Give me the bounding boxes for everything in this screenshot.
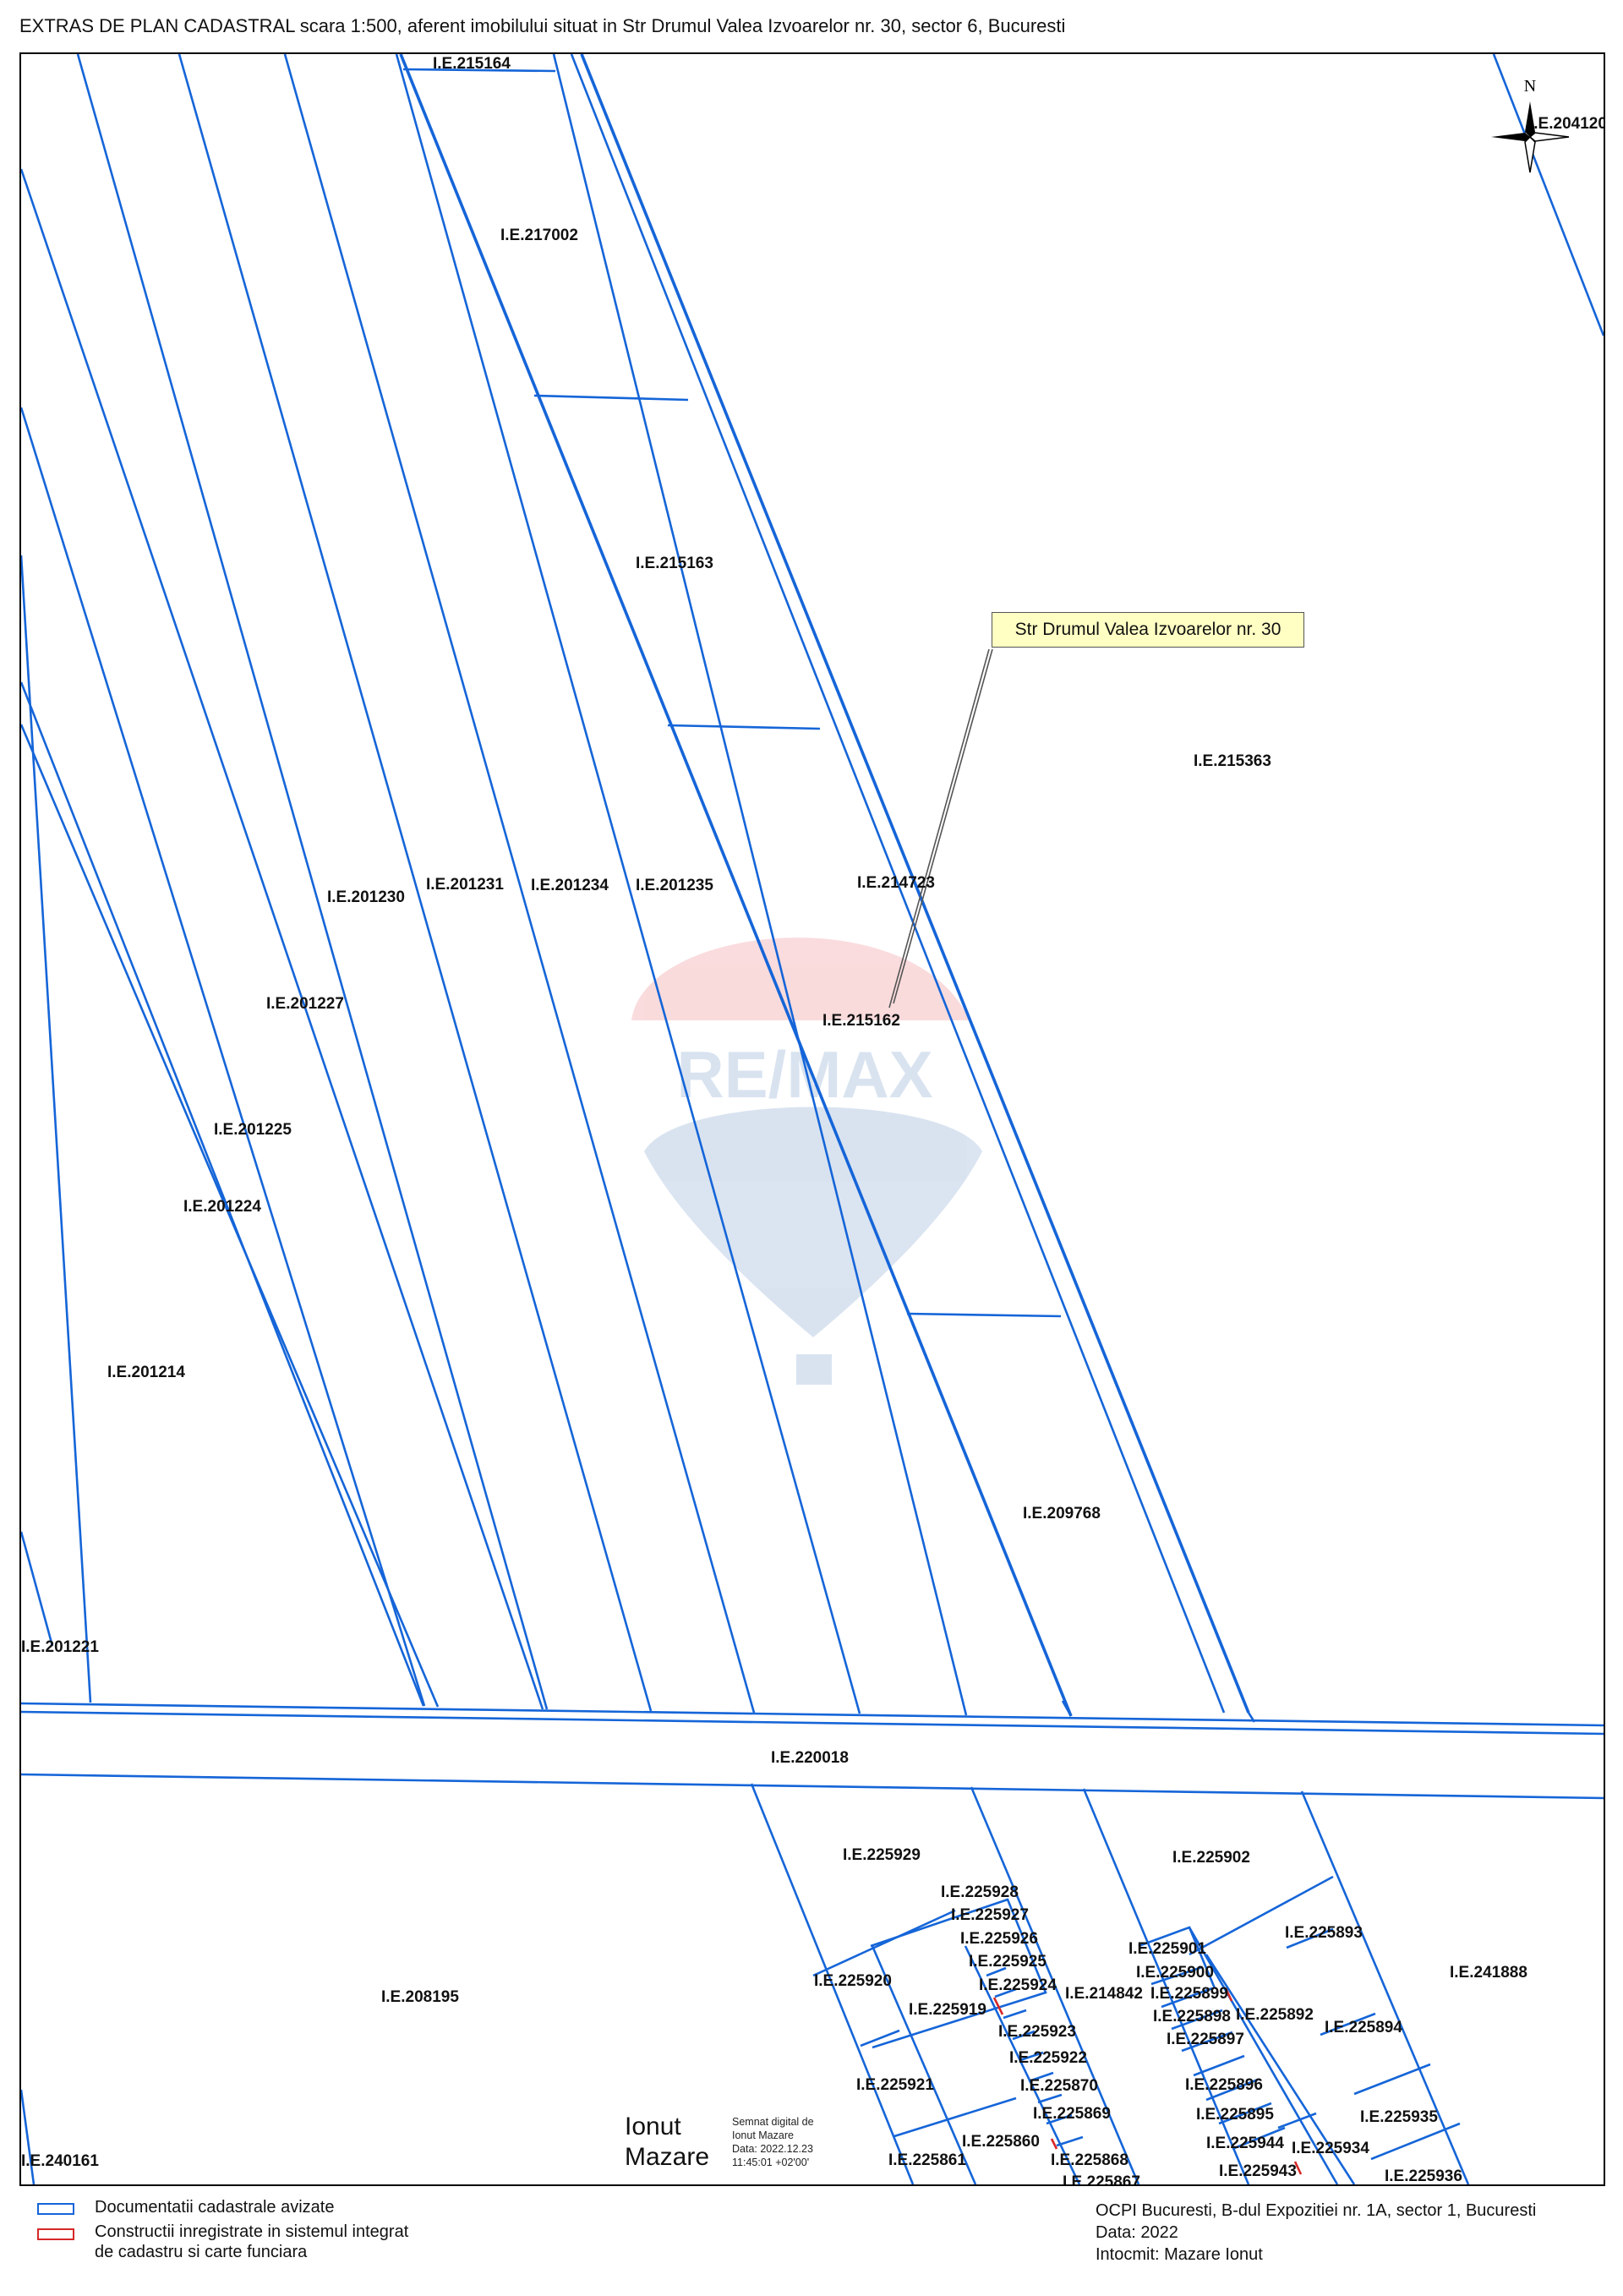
parcel-label: I.E.204120 [1529, 115, 1604, 133]
parcel-label: I.E.201214 [107, 1364, 185, 1381]
parcel-label: I.E.225935 [1360, 2108, 1438, 2126]
signature-name: Ionut Mazare [625, 2113, 710, 2171]
registered-constructions [992, 1987, 1303, 2175]
parcel-label: I.E.225924 [979, 1976, 1057, 1994]
parcel-label: I.E.225936 [1385, 2168, 1462, 2184]
parcel-label: I.E.225921 [856, 2076, 934, 2094]
parcel-label: I.E.225902 [1172, 1849, 1250, 1867]
parcel-label: I.E.201235 [636, 877, 713, 894]
legend-label-red: Constructii inregistrate in sistemul int… [95, 2222, 409, 2261]
parcel-label: I.E.225868 [1051, 2151, 1128, 2169]
parcel-boundaries [21, 54, 1604, 1717]
parcel-label: I.E.225928 [941, 1883, 1019, 1901]
parcel-label: I.E.201231 [426, 876, 504, 894]
parcel-label: I.E.225920 [814, 1972, 892, 1990]
parcel-label: I.E.201234 [531, 877, 609, 894]
parcel-label: I.E.225899 [1150, 1985, 1228, 2003]
cadastral-map[interactable]: RE/MAX [21, 54, 1604, 2184]
parcel-label: I.E.225900 [1136, 1964, 1214, 1982]
parcel-label: I.E.225925 [969, 1953, 1046, 1971]
footer-date: Data: 2022 [1096, 2223, 1178, 2242]
parcel-label: I.E.225894 [1325, 2019, 1402, 2036]
parcel-label: I.E.209768 [1023, 1505, 1101, 1522]
parcel-label: I.E.225923 [998, 2023, 1076, 2041]
parcel-label: I.E.225897 [1167, 2031, 1244, 2048]
parcel-labels: I.E.215164 I.E.204120 I.E.217002 I.E.215… [21, 55, 1604, 2184]
callout-leader [888, 648, 993, 1009]
page-title: EXTRAS DE PLAN CADASTRAL scara 1:500, af… [19, 15, 1066, 36]
parcel-label: I.E.225895 [1196, 2106, 1274, 2124]
legend-label-blue: Documentatii cadastrale avizate [95, 2198, 335, 2217]
parcel-label: I.E.217002 [500, 227, 578, 244]
parcel-label: I.E.225926 [960, 1930, 1038, 1948]
road-boundaries [21, 1700, 1604, 1800]
parcel-label: I.E.225919 [909, 2001, 986, 2019]
parcel-label: I.E.201227 [266, 995, 344, 1013]
parcel-label: I.E.201221 [21, 1638, 99, 1656]
parcel-label: I.E.215162 [822, 1012, 900, 1030]
parcel-label: I.E.208195 [381, 1988, 459, 2006]
parcel-label: I.E.225892 [1236, 2006, 1314, 2024]
parcel-label: I.E.225898 [1153, 2008, 1231, 2025]
footer-author: Intocmit: Mazare Ionut [1096, 2245, 1263, 2264]
parcel-label: I.E.225934 [1292, 2140, 1369, 2157]
parcel-label: I.E.225861 [888, 2151, 966, 2169]
north-label: N [1524, 77, 1536, 96]
parcel-label: I.E.225870 [1020, 2077, 1098, 2095]
parcel-label: I.E.225944 [1206, 2135, 1284, 2152]
parcel-label: I.E.215164 [433, 55, 511, 73]
signature-details: Semnat digital de Ionut Mazare Data: 202… [732, 2116, 814, 2168]
parcel-label: I.E.201224 [183, 1198, 261, 1216]
parcel-label: I.E.225867 [1063, 2173, 1140, 2184]
lower-parcels [21, 1783, 1470, 2184]
parcel-label: I.E.214723 [857, 874, 935, 892]
parcel-label: I.E.201230 [327, 888, 405, 906]
parcel-label: I.E.225901 [1128, 1940, 1206, 1958]
parcel-label: I.E.225929 [843, 1846, 921, 1864]
parcel-label: I.E.225943 [1219, 2162, 1297, 2180]
parcel-label: I.E.241888 [1450, 1964, 1527, 1982]
footer: OCPI Bucuresti, B-dul Expozitiei nr. 1A,… [1096, 2200, 1536, 2266]
parcel-label: I.E.240161 [21, 2152, 99, 2170]
address-callout: Str Drumul Valea Izvoarelor nr. 30 [992, 612, 1304, 648]
legend-swatch-blue [37, 2203, 74, 2215]
parcel-label: I.E.220018 [771, 1749, 849, 1767]
parcel-label: I.E.215163 [636, 555, 713, 572]
parcel-label: I.E.214842 [1065, 1985, 1143, 2003]
parcel-label: I.E.225893 [1285, 1924, 1363, 1942]
footer-office: OCPI Bucuresti, B-dul Expozitiei nr. 1A,… [1096, 2201, 1537, 2220]
map-frame[interactable]: RE/MAX [19, 52, 1605, 2186]
watermark-text: RE/MAX [676, 1037, 932, 1112]
north-arrow-icon: N [1491, 77, 1570, 173]
remax-watermark: RE/MAX [631, 938, 982, 1385]
parcel-label: I.E.201225 [214, 1121, 292, 1139]
parcel-label: I.E.225896 [1185, 2076, 1263, 2094]
parcel-label: I.E.225922 [1009, 2049, 1087, 2067]
parcel-label: I.E.225860 [962, 2133, 1040, 2151]
parcel-label: I.E.215363 [1194, 752, 1271, 770]
legend-swatch-red [37, 2228, 74, 2240]
parcel-label: I.E.225927 [951, 1906, 1029, 1924]
parcel-label: I.E.225869 [1033, 2105, 1111, 2123]
